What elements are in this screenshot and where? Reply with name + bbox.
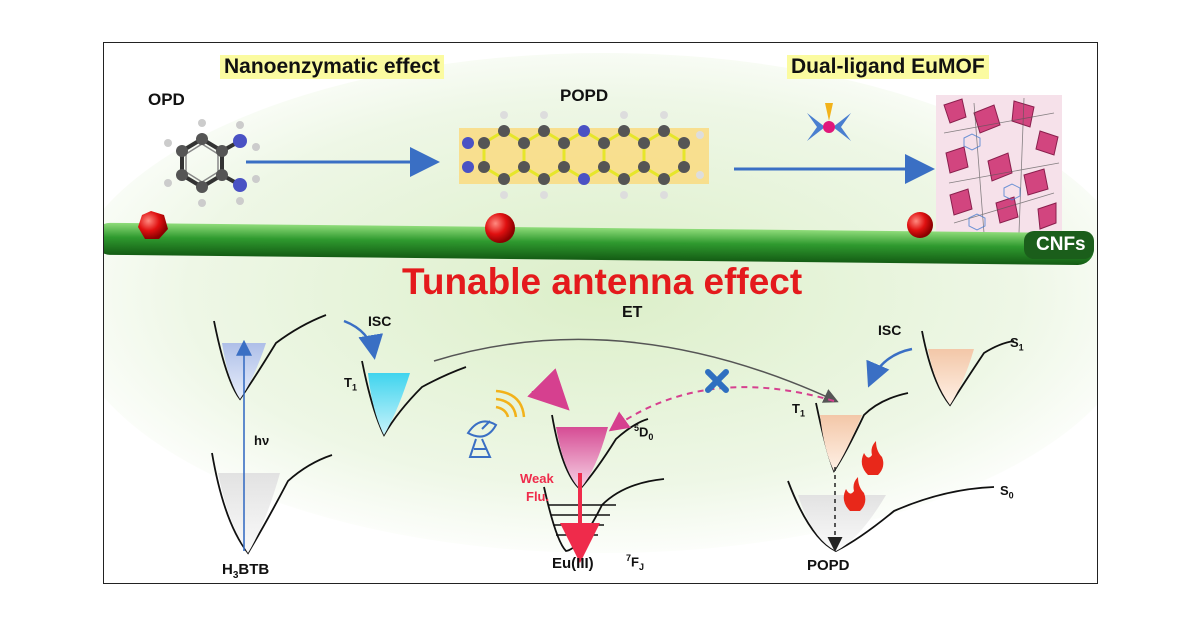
fj-label: 7FJ [626,553,644,572]
flame-icon [843,477,866,511]
et-label: ET [622,304,643,321]
red-sphere-icon [907,212,933,238]
d0-label: 5D0 [634,423,654,442]
signal-icon [495,389,526,418]
excitation-arrow [527,368,570,411]
t1-left-label: T1 [344,375,357,393]
eumof-crystal-icon [936,95,1062,235]
figure-frame: Nanoenzymatic effect Dual-ligand EuMOF O… [103,42,1098,584]
back-transfer-dashed-arrow [608,386,835,432]
t1-right-label: T1 [792,401,805,419]
isc-right-arrow [866,347,913,388]
et-arrow [433,338,839,403]
cnf-rod [104,222,1094,265]
satellite-dish-icon [466,420,498,458]
popd-s1-well [921,330,1015,407]
eu-d0-well [551,414,649,491]
popd-top-label: POPD [560,86,609,105]
weak-flu-label-2: Flu. [526,489,550,504]
isc-left-arrow [343,319,384,360]
cnf-label: CNFs [1036,234,1086,255]
popd-s0-well [787,480,995,552]
h3btb-label: H3BTB [222,561,270,581]
isc-left-label: ISC [368,313,392,329]
cross-icon [705,369,729,393]
dual-ligand-label: Dual-ligand EuMOF [787,55,989,79]
red-sphere-icon [485,213,515,243]
main-title: Tunable antenna effect [402,261,803,302]
opd-label: OPD [148,90,185,109]
h3btb-s0-well [211,452,333,555]
popd-bottom-label: POPD [807,557,850,574]
ligand-icon [807,103,851,141]
popd-molecule-icon [459,111,709,199]
nanoenzymatic-label: Nanoenzymatic effect [220,55,444,79]
s1-label: S1 [1010,335,1024,353]
background-glow [104,53,1097,563]
flame-icon [861,441,884,475]
hv-label: hν [254,433,270,448]
s0-label: S0 [1000,483,1014,501]
eu-label: Eu(III) [552,555,594,572]
weak-flu-label-1: Weak [520,471,554,486]
red-sphere-icon [138,211,168,239]
opd-molecule-icon [164,119,260,207]
isc-right-label: ISC [878,322,902,338]
h3btb-s1-well [213,314,327,401]
h3btb-t1-well [361,360,467,437]
